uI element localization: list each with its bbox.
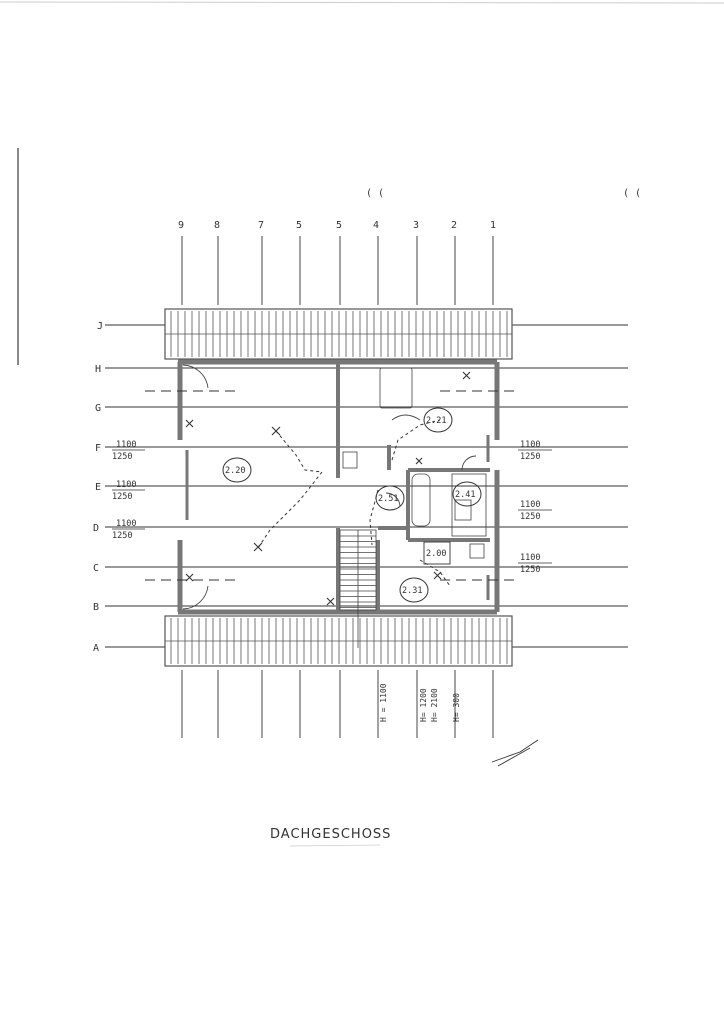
- room-number: 2.21: [426, 416, 446, 426]
- dimension-bottom: 1250: [520, 452, 540, 462]
- row-label: H: [95, 364, 101, 375]
- column-label: 9: [178, 220, 184, 231]
- height-label: H= 2100: [430, 688, 439, 722]
- column-label: 8: [214, 220, 220, 231]
- knee-wall-dashed-lines: [145, 390, 520, 581]
- row-label: B: [93, 602, 99, 613]
- column-label: 1: [490, 220, 496, 231]
- scan-top-edge: [0, 1, 724, 4]
- room-number: 2.00: [426, 549, 446, 559]
- dimension-bottom: 1250: [112, 452, 132, 462]
- row-label: J: [97, 321, 103, 332]
- row-labels: J H G F E D C B A: [93, 321, 103, 654]
- horizontal-grid-lines: [105, 324, 628, 648]
- height-label: H = 1100: [379, 683, 388, 722]
- roof-overhang-bottom: [164, 615, 513, 667]
- dimension-labels-right: 1100 1250 1100 1250 1100 1250: [518, 440, 552, 575]
- height-labels: H = 1100 H= 1200 H= 2100 H= 300: [379, 683, 461, 722]
- scan-mark-right: ( (: [623, 188, 641, 199]
- column-label: 4: [373, 220, 379, 231]
- ceiling-outlet-marks: [185, 371, 471, 606]
- drawing-title: DACHGESCHOSS: [270, 827, 391, 842]
- dimension-top: 1100: [116, 480, 136, 490]
- dimension-top: 1100: [116, 519, 136, 529]
- room-number: 2.41: [455, 490, 475, 500]
- column-label: 5: [336, 220, 342, 231]
- row-label: D: [93, 523, 99, 534]
- title-underline: [289, 844, 381, 847]
- dimension-top: 1100: [520, 553, 540, 563]
- height-label: H= 300: [452, 693, 461, 722]
- height-label: H= 1200: [419, 688, 428, 722]
- row-label: G: [95, 403, 101, 414]
- dimension-labels-left: 1100 1250 1100 1250 1100 1250: [112, 440, 145, 541]
- row-label: C: [93, 563, 99, 574]
- column-labels: 9 8 7 5 5 4 3 2 1: [178, 220, 496, 231]
- door-swings: [182, 364, 477, 610]
- vertical-grid-lines: [181, 236, 494, 738]
- scan-mark-left: ( (: [366, 188, 384, 199]
- pencil-scribble: [491, 739, 539, 767]
- room-number: 2.31: [402, 586, 422, 596]
- bathroom-fixtures: [342, 367, 487, 559]
- electrical-circuit-lines: [257, 419, 451, 587]
- column-label: 3: [413, 220, 419, 231]
- dimension-top: 1100: [116, 440, 136, 450]
- row-label: F: [95, 443, 101, 454]
- roof-overhang-top: [164, 308, 513, 360]
- dimension-top: 1100: [520, 500, 540, 510]
- room-number: 2.51: [378, 494, 398, 504]
- dimension-bottom: 1250: [520, 565, 540, 575]
- column-label: 5: [296, 220, 302, 231]
- column-label: 2: [451, 220, 457, 231]
- row-label: A: [93, 643, 99, 654]
- room-labels: 2.20 2.21 2.51 2.41 2.00 2.31: [222, 407, 482, 603]
- room-number: 2.20: [225, 466, 245, 476]
- dimension-bottom: 1250: [112, 492, 132, 502]
- dimension-bottom: 1250: [112, 531, 132, 541]
- dimension-top: 1100: [520, 440, 540, 450]
- staircase: [339, 529, 377, 648]
- row-label: E: [95, 482, 101, 493]
- dimension-bottom: 1250: [520, 512, 540, 522]
- interior-walls: [336, 362, 490, 612]
- column-label: 7: [258, 220, 264, 231]
